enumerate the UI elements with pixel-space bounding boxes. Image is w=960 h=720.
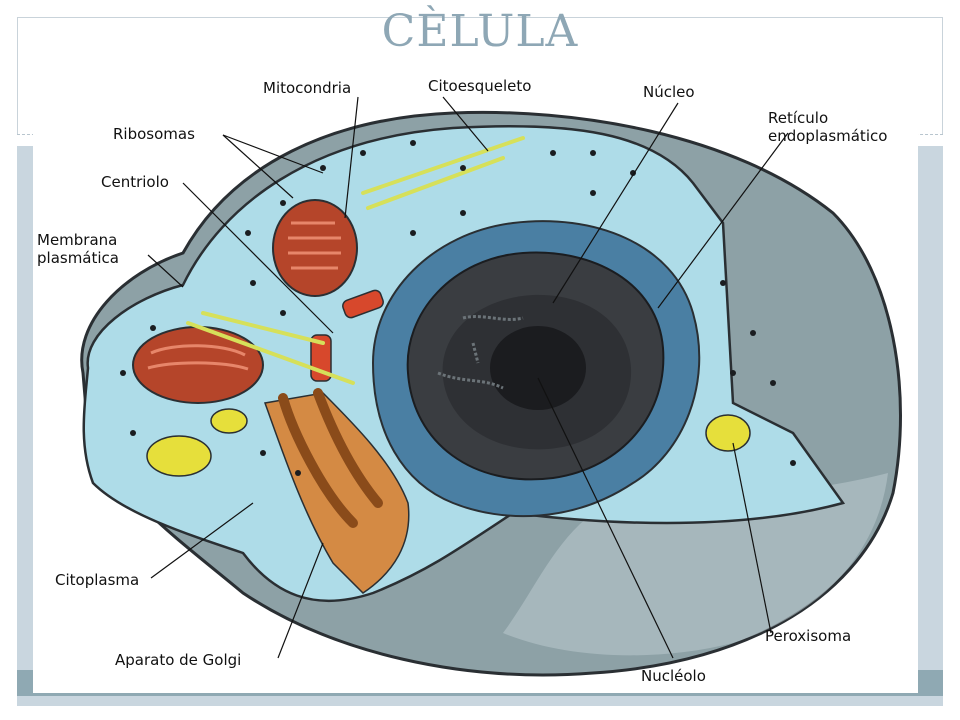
label-centriolo: Centriolo: [101, 173, 169, 191]
golgi-apparatus: [313, 388, 383, 508]
centriole: [342, 289, 384, 319]
mitochondrion: [272, 199, 358, 297]
label-membrana-2: plasmática: [37, 249, 119, 267]
peroxisome: [210, 408, 248, 434]
chromatin: [462, 315, 524, 321]
cell-diagram: Mitocondria Citoesqueleto Núcleo Retícul…: [33, 73, 918, 693]
label-golgi: Aparato de Golgi: [115, 651, 241, 669]
mitochondrion-cristae: [147, 344, 249, 371]
label-reticulo: Retículo: [768, 109, 828, 127]
slide-title: CÈLULA: [381, 6, 579, 57]
peroxisome: [705, 414, 751, 452]
nucleolus: [490, 326, 586, 410]
cytoskeleton: [186, 136, 525, 385]
cell-diagram-svg: Mitocondria Citoesqueleto Núcleo Retícul…: [37, 77, 902, 685]
chromatin: [437, 371, 504, 390]
mitochondrion: [132, 326, 264, 404]
label-nucleo: Núcleo: [643, 83, 695, 101]
label-reticulo-2: endoplasmático: [768, 127, 887, 145]
ribosomes: [120, 140, 796, 476]
golgi-apparatus: [278, 393, 358, 528]
label-nucleolo: Nucléolo: [641, 667, 706, 685]
slide-frame: [17, 17, 943, 135]
mitochondrion-cristae: [288, 221, 341, 270]
label-mitocondria: Mitocondria: [263, 79, 351, 97]
peroxisome: [146, 435, 212, 477]
label-membrana: Membrana: [37, 231, 117, 249]
label-peroxisoma: Peroxisoma: [765, 627, 851, 645]
label-citoesqueleto: Citoesqueleto: [428, 77, 531, 95]
label-citoplasma: Citoplasma: [55, 571, 139, 589]
label-ribosomas: Ribosomas: [113, 125, 195, 143]
leader-lines: [147, 96, 789, 659]
chromatin: [471, 342, 480, 364]
